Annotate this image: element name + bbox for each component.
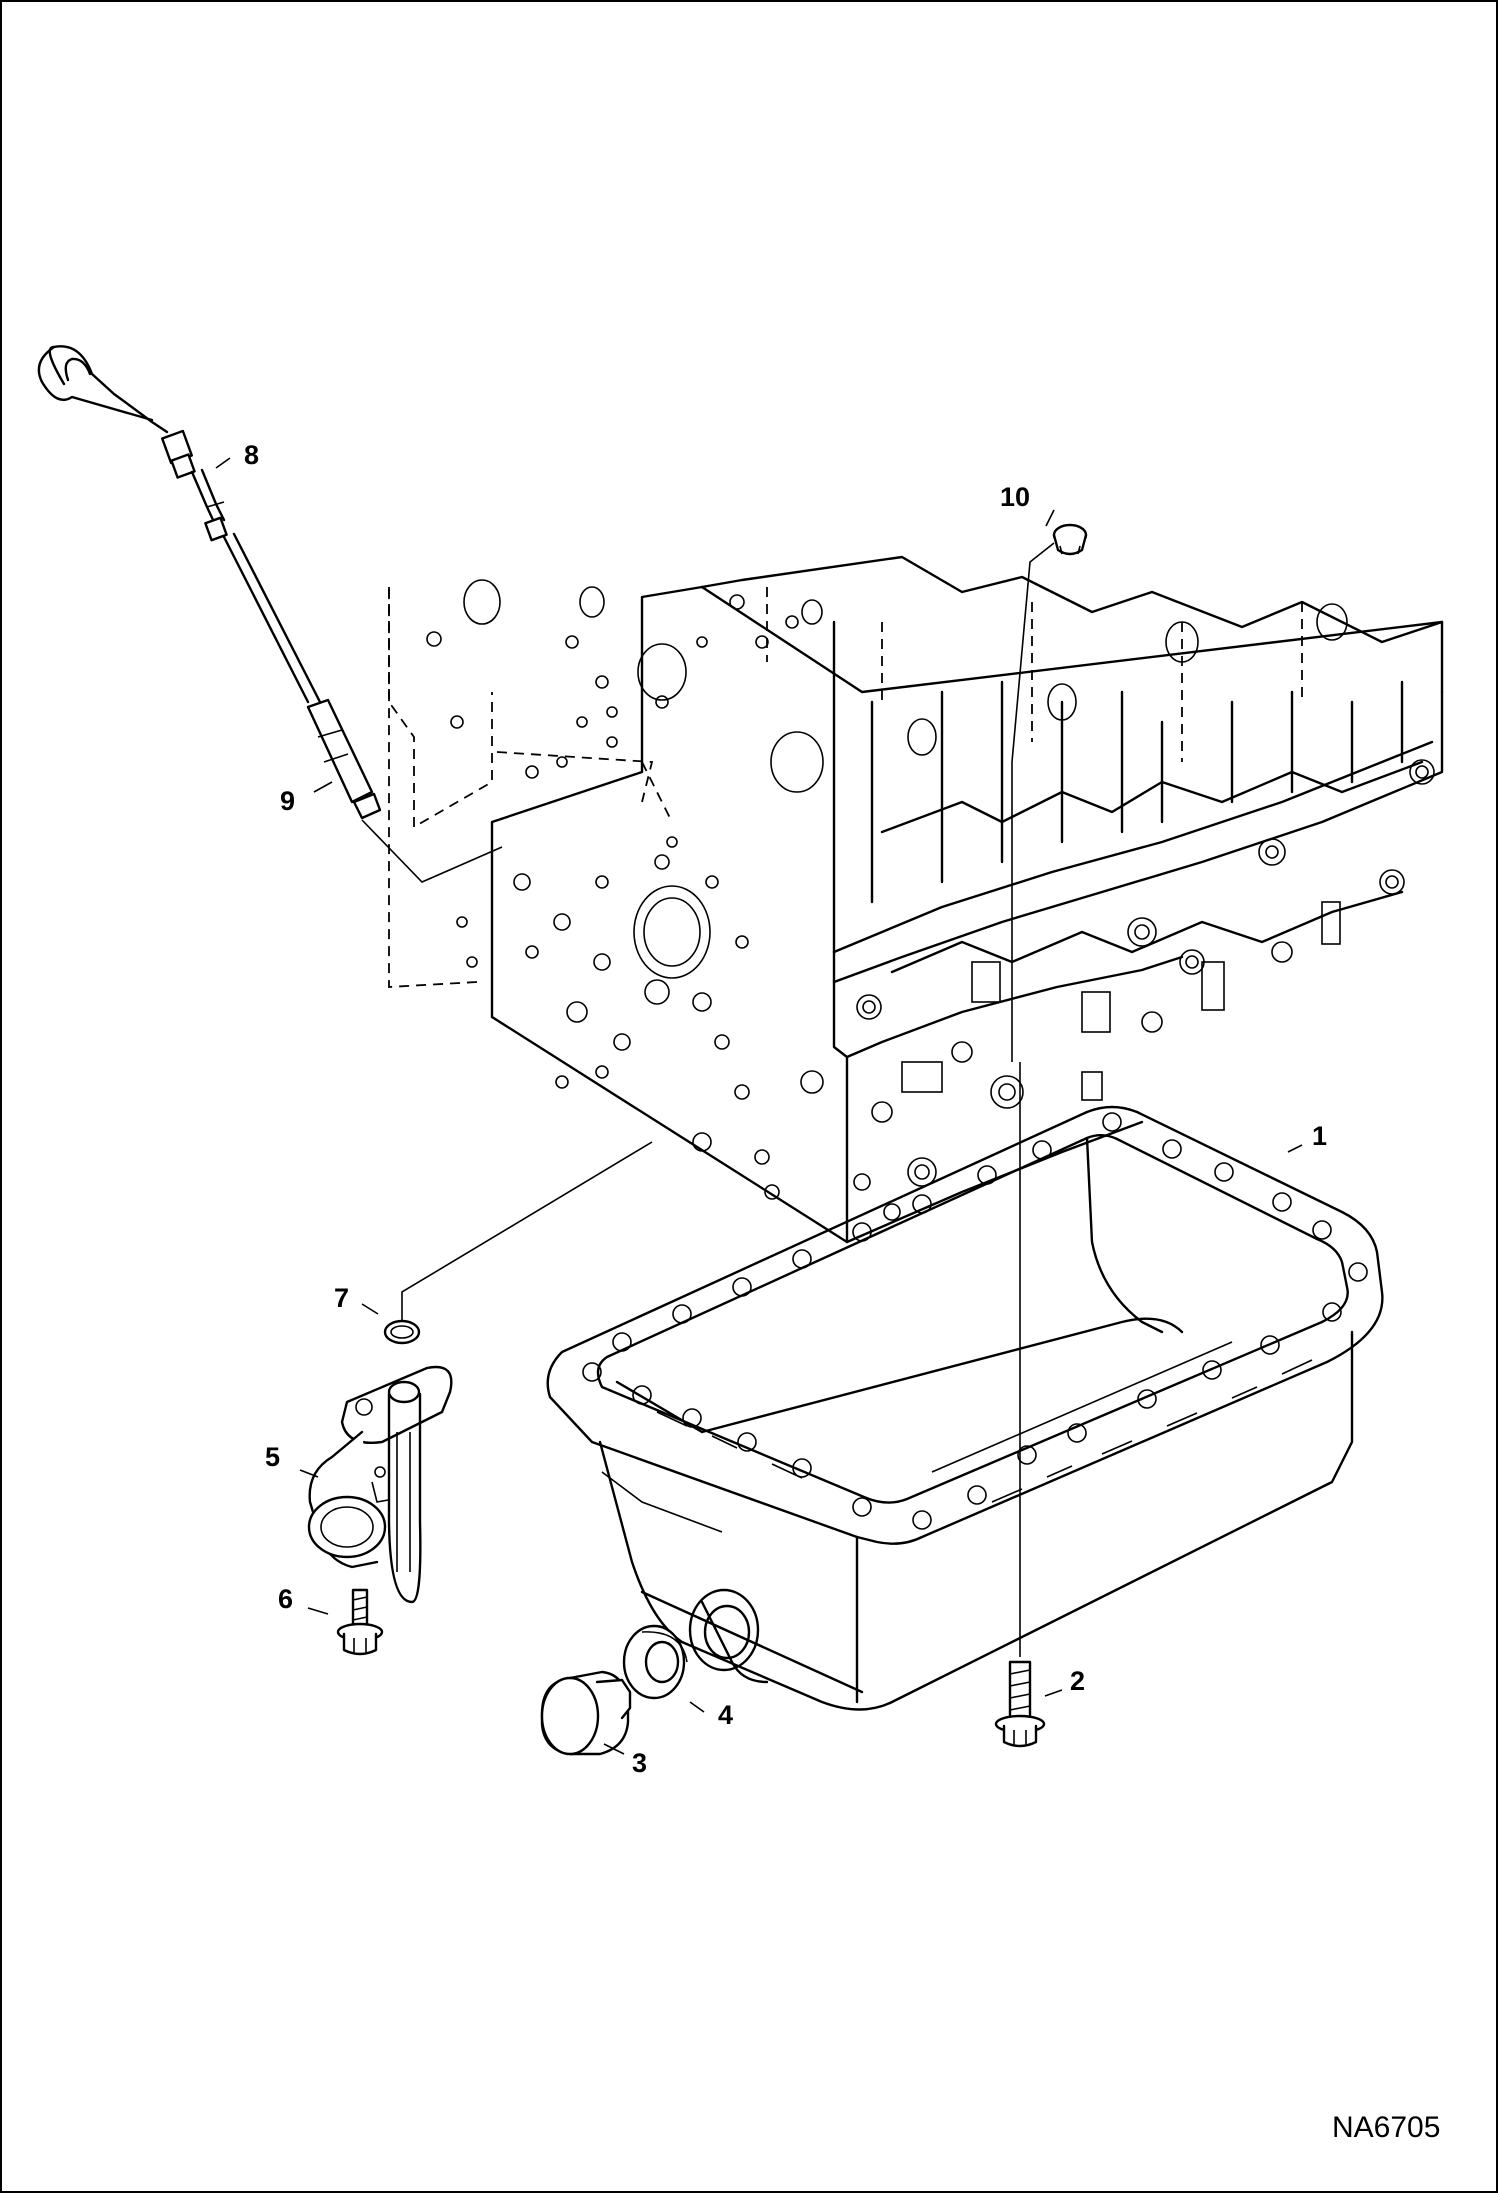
callout-9: 9 <box>280 786 295 816</box>
dipstick-guide-tube-icon <box>222 532 382 820</box>
callout-3: 3 <box>632 1748 647 1778</box>
washer-icon <box>622 1624 688 1700</box>
callout-8: 8 <box>244 440 259 470</box>
o-ring-icon <box>383 1319 421 1345</box>
oil-strainer-icon <box>307 1365 453 1604</box>
drawing-id: NA6705 <box>1332 2111 1440 2144</box>
callout-7: 7 <box>334 1283 349 1313</box>
callout-1: 1 <box>1312 1121 1327 1151</box>
oil-pan-icon <box>546 1105 1384 1711</box>
callout-10: 10 <box>1000 482 1030 512</box>
flange-bolt-icon <box>336 1588 384 1656</box>
flange-bolt-icon <box>994 1660 1046 1748</box>
plug-icon <box>1052 523 1088 556</box>
callout-5: 5 <box>265 1442 280 1472</box>
dipstick-icon <box>37 345 228 542</box>
callout-2: 2 <box>1070 1666 1085 1696</box>
engine-block-outline <box>388 555 1444 1244</box>
callout-4: 4 <box>718 1700 733 1730</box>
callout-6: 6 <box>278 1584 293 1614</box>
leader-lines <box>215 457 1303 1755</box>
drain-plug-icon <box>540 1670 632 1756</box>
